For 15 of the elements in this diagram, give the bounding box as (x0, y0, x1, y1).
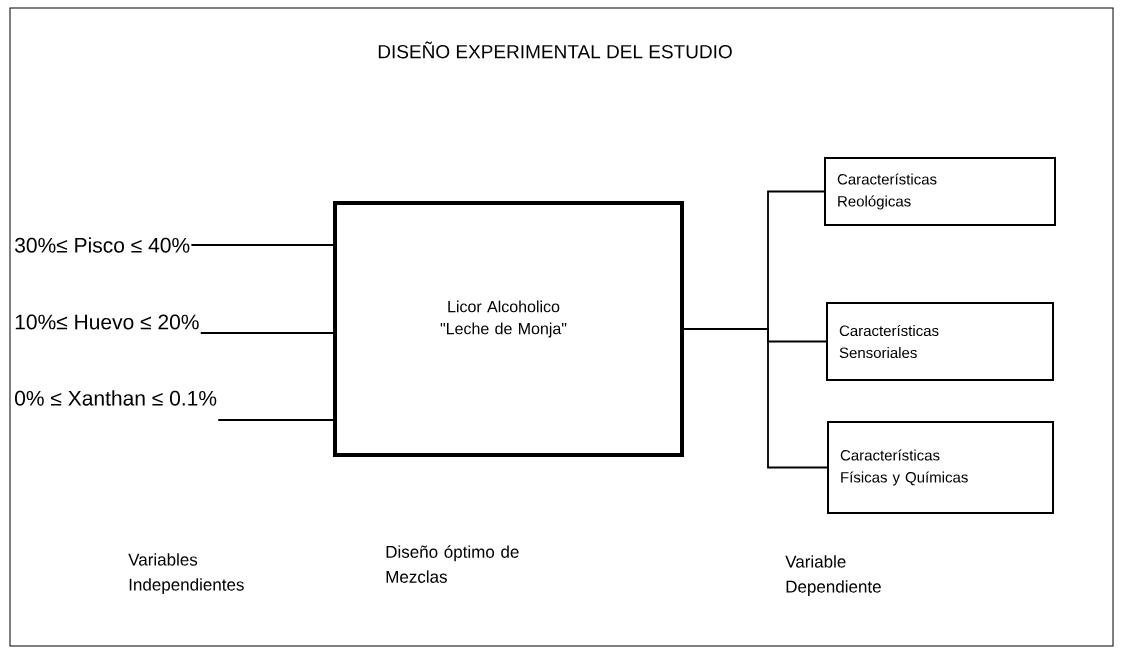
connector-line (217, 419, 334, 421)
range-label: 10%≤ Huevo ≤ 20% (15, 314, 199, 330)
connector-line (199, 332, 334, 334)
range-label: 0% ≤ Xanthan ≤ 0.1% (15, 390, 217, 406)
output-box: Características Reológicas (824, 157, 1056, 226)
caption-text: Variables Independientes (128, 553, 244, 595)
range-label: 30%≤ Pisco ≤ 40% (15, 237, 190, 253)
output-box: Características Sensoriales (826, 302, 1054, 381)
caption-text: Diseño óptimo de Mezclas (386, 545, 519, 583)
title: DISEÑO EXPERIMENTAL DEL ESTUDIO (378, 41, 732, 59)
connector-line (190, 244, 334, 246)
process-box: Licor Alcoholico "Leche de Monja" (333, 201, 684, 457)
output-box: Características Físicas y Químicas (827, 421, 1054, 514)
connector-line (683, 328, 828, 469)
caption-text: Variable Dependiente (785, 555, 881, 597)
